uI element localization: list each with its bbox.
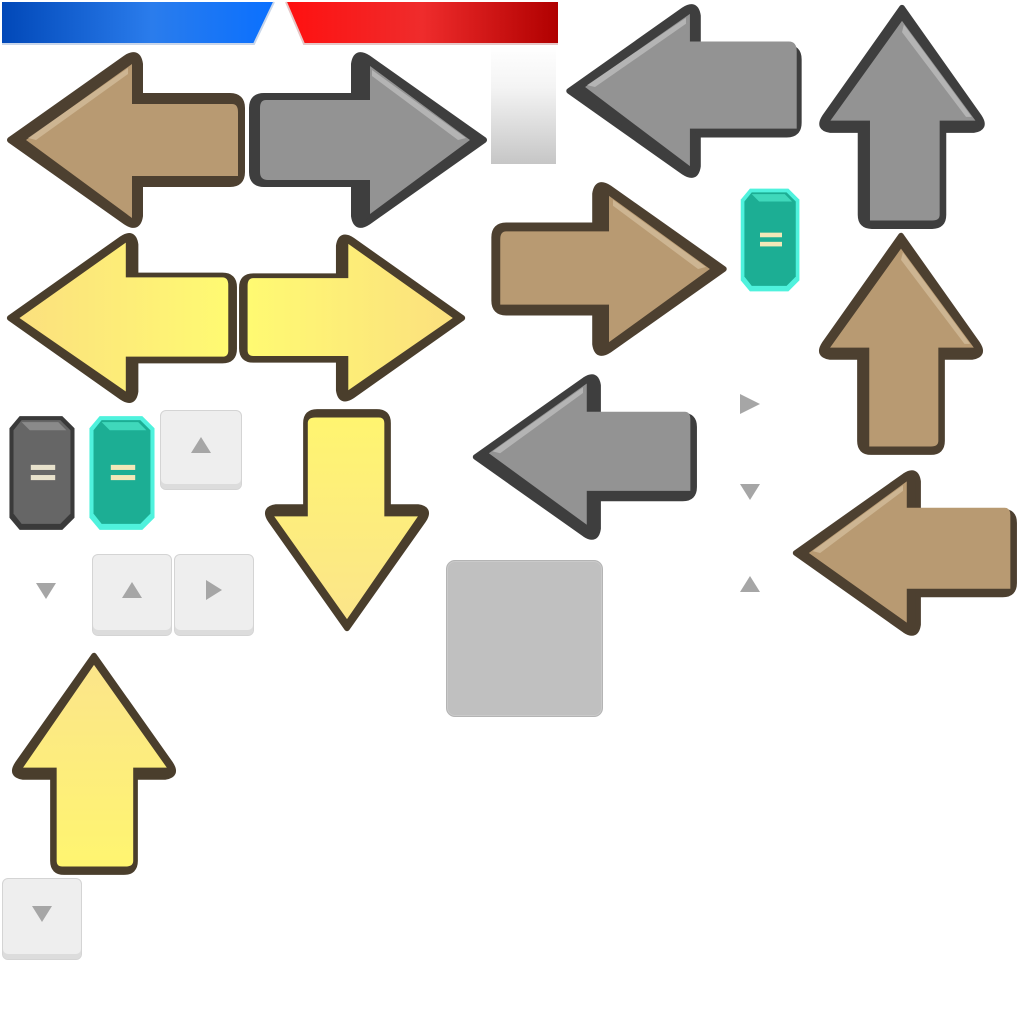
arrow-down-brown-icon[interactable]: [806, 230, 996, 454]
key-down-button[interactable]: [2, 878, 82, 960]
triangle-up-icon: [740, 576, 760, 592]
gradient-fade-panel: [491, 46, 556, 164]
arrow-right-brown-icon[interactable]: [490, 180, 732, 358]
equals-badge-gray-icon: [8, 412, 78, 534]
arrow-right-gray-icon[interactable]: [250, 50, 490, 230]
equals-badge-teal-icon: [739, 185, 803, 295]
triangle-right-icon: [206, 580, 222, 601]
arrow-left-brown-icon[interactable]: [4, 50, 246, 230]
triangle-down-icon: [740, 484, 760, 500]
arrow-left-gray-icon[interactable]: [470, 362, 696, 552]
gray-square-tile: [446, 560, 603, 717]
arrow-left-yellow-icon[interactable]: [4, 230, 236, 406]
triangle-down-icon: [32, 906, 52, 923]
key-right-button[interactable]: [174, 554, 254, 636]
arrow-up-yellow-icon[interactable]: [256, 410, 438, 634]
triangle-up-icon: [122, 582, 142, 599]
equals-badge-teal-icon: [88, 412, 158, 534]
triangle-right-icon: [740, 394, 760, 414]
arrow-left-gray-icon[interactable]: [562, 2, 802, 180]
arrow-down-gray-icon[interactable]: [806, 2, 998, 228]
triangle-down-icon: [36, 583, 56, 599]
key-up-button[interactable]: [92, 554, 172, 636]
arrow-right-yellow-icon[interactable]: [240, 230, 468, 406]
arrow-down-yellow-icon[interactable]: [2, 650, 186, 874]
arrow-left-brown-icon[interactable]: [790, 458, 1016, 648]
triangle-up-icon: [191, 437, 211, 454]
versus-bar: [0, 0, 560, 48]
key-up-button[interactable]: [160, 410, 242, 490]
